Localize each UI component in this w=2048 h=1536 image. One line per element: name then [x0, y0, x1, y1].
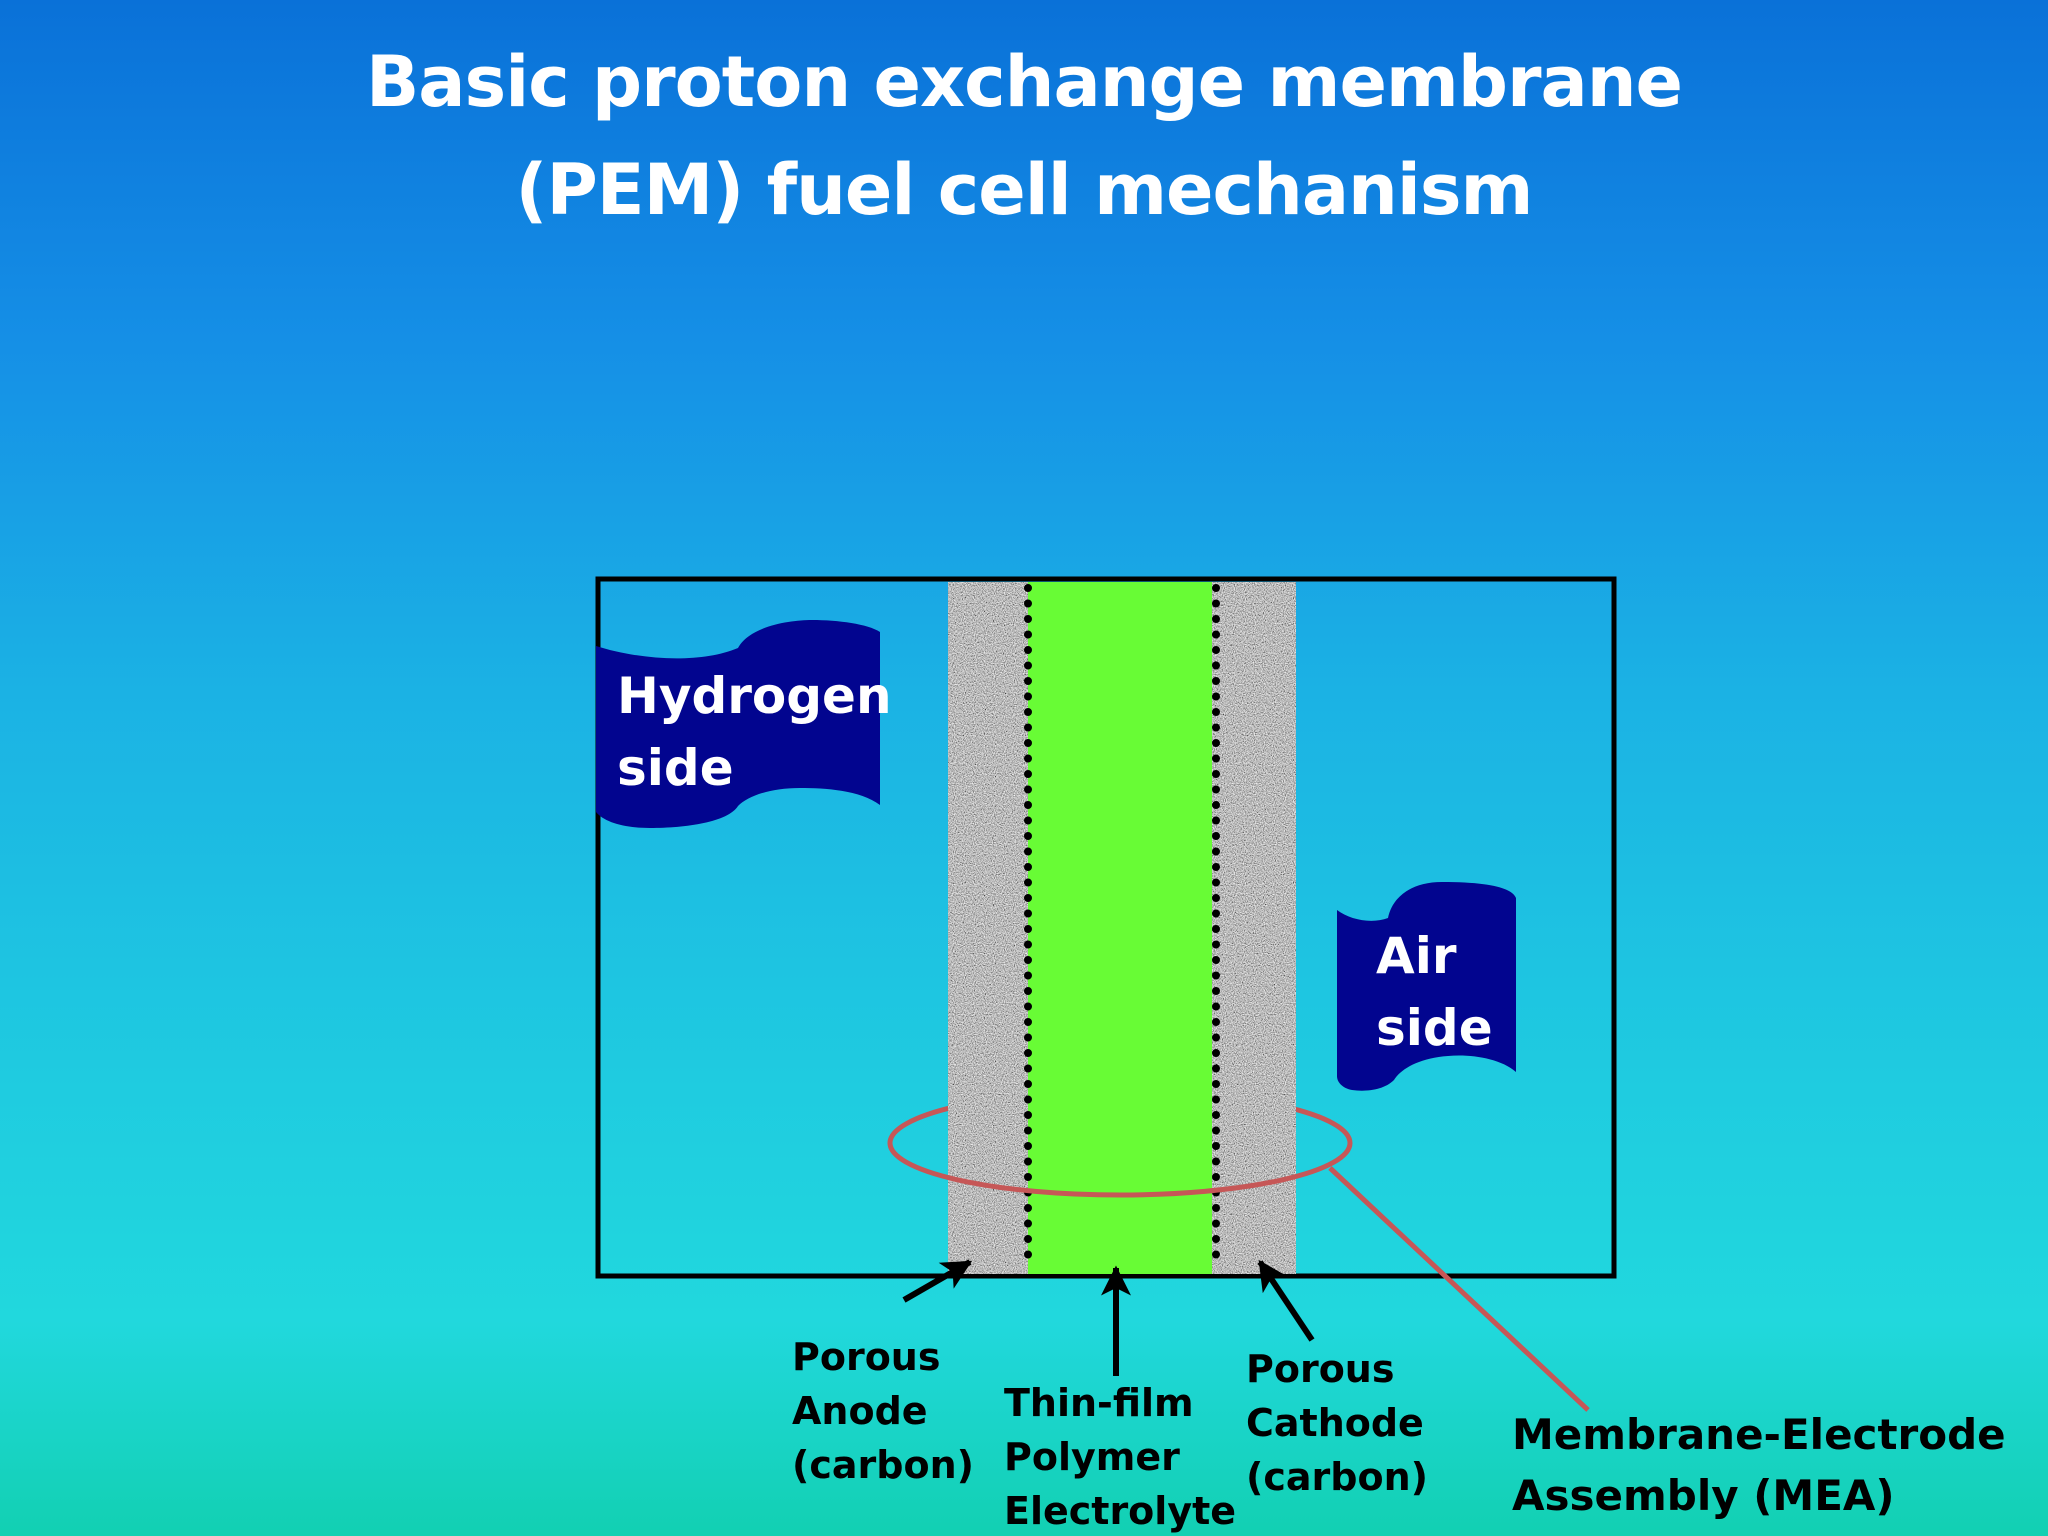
mea-label: Membrane-Electrode Assembly (MEA) — [1512, 1404, 2006, 1526]
mea-ring-front — [887, 1142, 1353, 1198]
electrolyte-label: Thin-film Polymer Electrolyte — [1004, 1376, 1236, 1536]
cathode-label-line-1: Porous — [1246, 1347, 1395, 1391]
polymer-electrolyte-membrane — [1028, 582, 1212, 1274]
anode-label-line-2: Anode — [792, 1389, 928, 1433]
electrolyte-label-line-1: Thin-film — [1004, 1381, 1194, 1425]
slide-title: Basic proton exchange membrane (PEM) fue… — [0, 28, 2048, 244]
electrolyte-label-line-2: Polymer — [1004, 1435, 1180, 1479]
hydrogen-side-line-2: side — [617, 739, 734, 797]
porous-cathode-label: Porous Cathode (carbon) — [1246, 1342, 1428, 1504]
anode-label-line-1: Porous — [792, 1335, 941, 1379]
hydrogen-side-line-1: Hydrogen — [617, 667, 892, 725]
electrolyte-label-line-3: Electrolyte — [1004, 1489, 1237, 1533]
mea-pointer-line — [1328, 1166, 1590, 1412]
air-side-banner — [1337, 882, 1516, 1091]
cathode-label-line-3: (carbon) — [1246, 1455, 1429, 1499]
cathode-pointer-arrow — [1257, 1259, 1315, 1342]
hydrogen-side-callout: Hydrogen side — [617, 660, 892, 804]
anode-pointer-arrow — [902, 1259, 973, 1303]
title-line-2: (PEM) fuel cell mechanism — [515, 149, 1533, 231]
porous-cathode-layer — [1212, 582, 1296, 1274]
mea-label-line-1: Membrane-Electrode — [1512, 1410, 2006, 1459]
anode-label-line-3: (carbon) — [792, 1443, 975, 1487]
mea-label-line-2: Assembly (MEA) — [1512, 1471, 1895, 1520]
air-side-callout: Air side — [1376, 920, 1493, 1064]
air-side-line-1: Air — [1376, 927, 1457, 985]
hydrogen-side-banner — [596, 620, 880, 828]
air-side-line-2: side — [1376, 999, 1493, 1057]
title-line-1: Basic proton exchange membrane — [365, 41, 1683, 123]
cathode-label-line-2: Cathode — [1246, 1401, 1424, 1445]
porous-anode-layer — [948, 582, 1028, 1274]
porous-anode-label: Porous Anode (carbon) — [792, 1330, 974, 1492]
